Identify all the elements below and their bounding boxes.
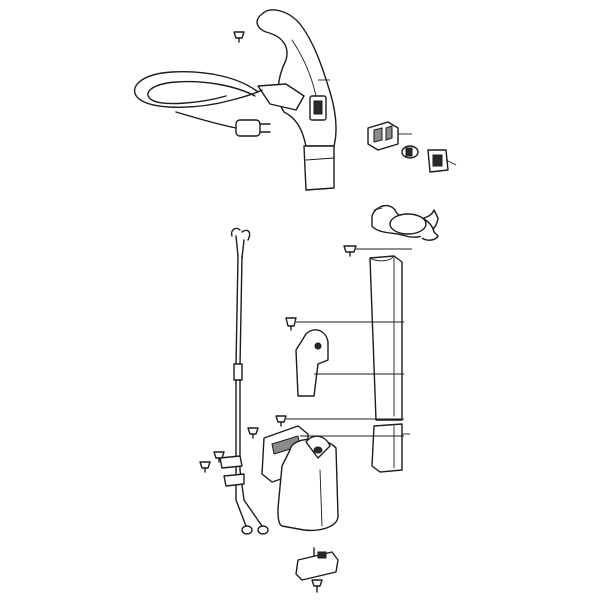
screw[interactable]	[199, 461, 211, 473]
power-cord-with-plug[interactable]	[133, 70, 271, 137]
cord-hook[interactable]	[295, 329, 404, 397]
upper-tube[interactable]	[369, 255, 403, 421]
internal-wiring[interactable]	[230, 227, 269, 535]
switch-button[interactable]	[401, 145, 419, 159]
screw[interactable]	[311, 579, 323, 593]
screw[interactable]	[275, 415, 404, 427]
screw[interactable]	[247, 427, 259, 439]
tube-clamp[interactable]	[371, 205, 439, 241]
connector-block[interactable]	[295, 547, 339, 581]
handle-top[interactable]	[256, 9, 337, 191]
cable-clip[interactable]	[219, 455, 245, 487]
screw[interactable]	[285, 317, 404, 331]
power-switch[interactable]	[367, 121, 412, 151]
screw[interactable]	[233, 31, 245, 43]
lower-tube[interactable]	[371, 423, 410, 473]
screw[interactable]	[343, 245, 412, 257]
switch-bezel[interactable]	[427, 149, 457, 173]
screw[interactable]	[213, 451, 225, 463]
motor-housing[interactable]	[277, 435, 339, 532]
